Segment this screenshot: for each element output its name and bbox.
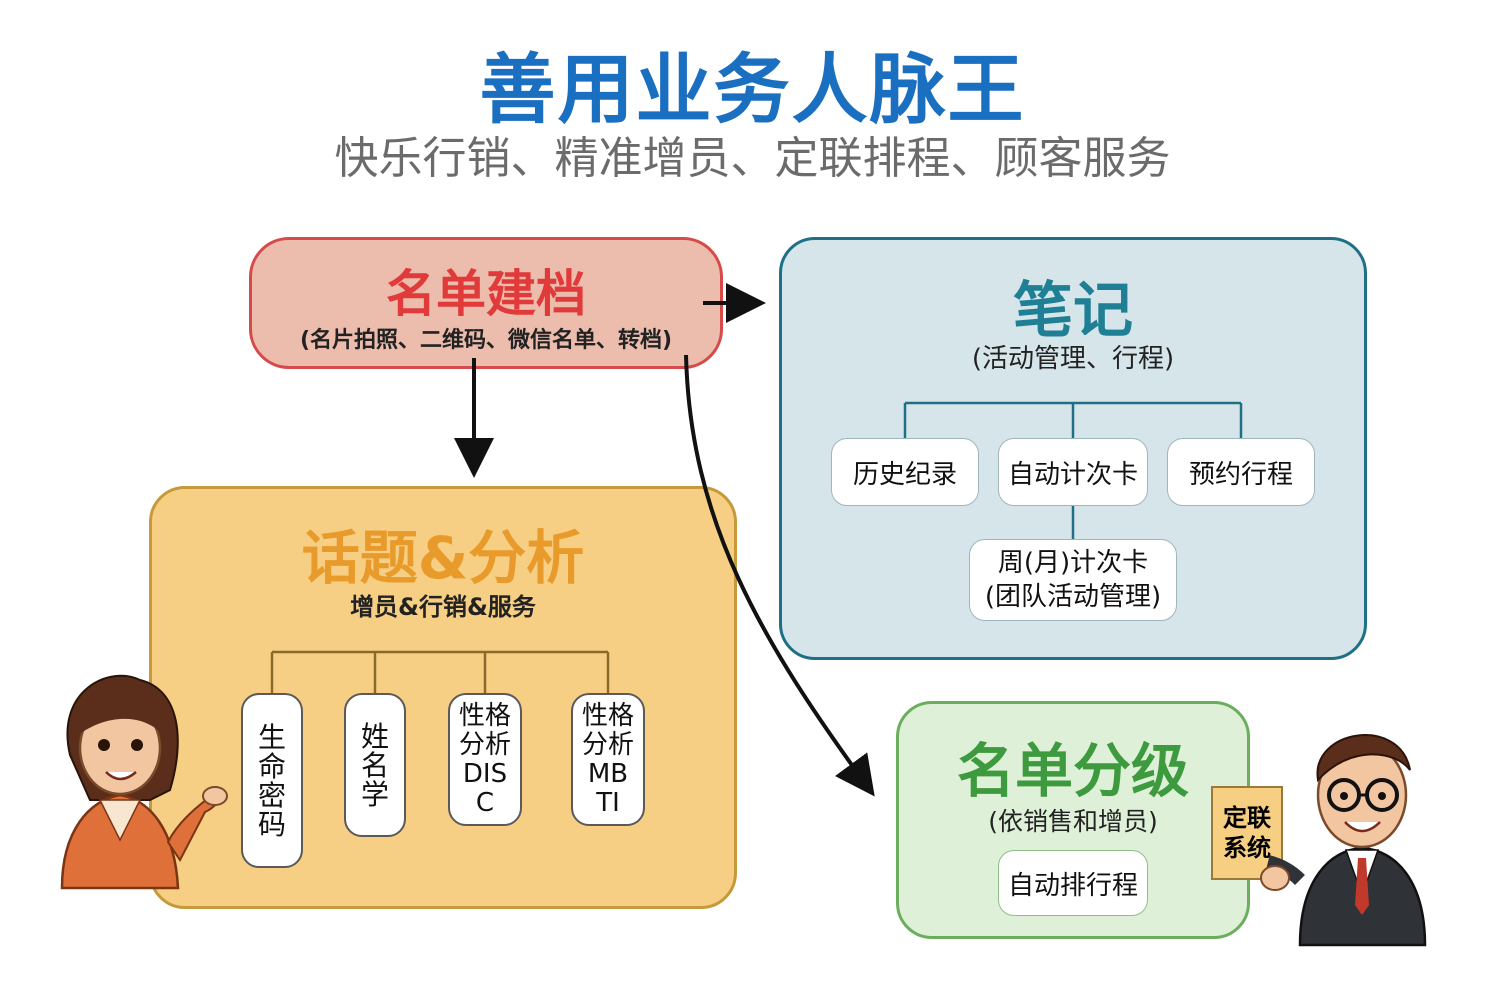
- arrow-to-grading: [684, 354, 875, 797]
- name-filing-title: 名单建档: [386, 265, 586, 323]
- page-title: 善用业务人脉王: [479, 45, 1026, 134]
- topic-item-life-code[interactable]: 生命密码: [241, 693, 303, 868]
- notes-tree-lines: [903, 401, 1243, 539]
- grade-item-auto-schedule[interactable]: 自动排行程: [998, 850, 1148, 916]
- list-grading-subtitle: (依销售和增员): [988, 807, 1158, 836]
- name-filing-box: 名单建档 (名片拍照、二维码、微信名单、转档): [249, 237, 723, 369]
- topic-tree-lines: [270, 650, 610, 693]
- topic-item-name-study[interactable]: 姓名学: [344, 693, 406, 837]
- man-presenter-icon: [1260, 734, 1427, 947]
- name-study-label: 姓名学: [360, 719, 389, 811]
- name-filing-subtitle: (名片拍照、二维码、微信名单、转档): [299, 328, 673, 353]
- weekly-card-line2: (团队活动管理): [984, 582, 1162, 612]
- topic-item-disc[interactable]: 性格分析DISC: [448, 693, 522, 826]
- notes-subtitle: (活动管理、行程): [971, 344, 1175, 374]
- list-grading-title: 名单分级: [956, 737, 1189, 805]
- mbti-label: 性格分析MBTI: [581, 700, 634, 818]
- notes-item-auto-count-card[interactable]: 自动计次卡: [998, 438, 1148, 506]
- weekly-card-line1: 周(月)计次卡: [997, 548, 1149, 578]
- life-code-label: 生命密码: [257, 720, 286, 841]
- woman-presenter-icon: [60, 674, 228, 890]
- notes-title: 笔记: [1013, 276, 1133, 346]
- disc-label: 性格分析DISC: [458, 700, 511, 818]
- topic-analysis-title: 话题&分析: [301, 524, 585, 592]
- page-subtitle: 快乐行销、精准增员、定联排程、顾客服务: [334, 133, 1171, 184]
- notes-item-history[interactable]: 历史纪录: [831, 438, 979, 506]
- notes-item-schedule[interactable]: 预约行程: [1167, 438, 1315, 506]
- notes-item-weekly-card[interactable]: 周(月)计次卡 (团队活动管理): [969, 539, 1177, 621]
- topic-analysis-subtitle: 增员&行销&服务: [350, 593, 536, 621]
- topic-item-mbti[interactable]: 性格分析MBTI: [571, 693, 645, 826]
